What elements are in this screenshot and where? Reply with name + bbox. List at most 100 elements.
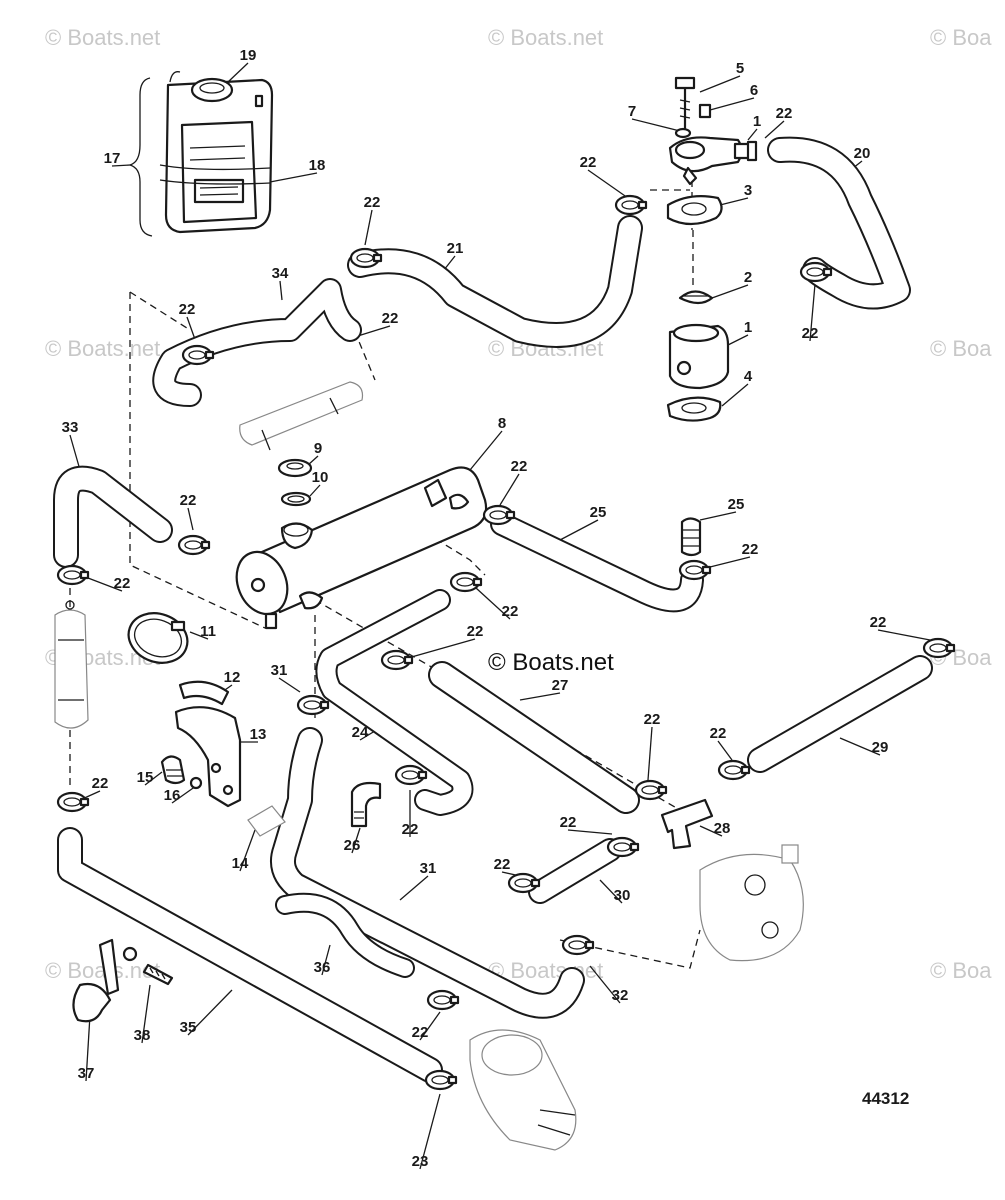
- thermostat-housing-assembly: [666, 76, 758, 422]
- watermark: © Boa: [930, 336, 992, 361]
- leader-line: [699, 511, 737, 521]
- leader-line: [877, 629, 931, 641]
- large-hose-clamp: [127, 612, 189, 664]
- leader-line: [727, 334, 749, 346]
- leader-line: [631, 118, 685, 133]
- hose-clamp: [449, 571, 483, 593]
- dashed-alignment-line: [559, 929, 701, 969]
- leader-line: [407, 638, 476, 659]
- leader-line: [709, 97, 755, 111]
- leader-line: [189, 631, 209, 640]
- callout-label: 22: [114, 575, 131, 592]
- hose-clamp: [614, 194, 648, 216]
- hose-clamp: [177, 534, 211, 556]
- hose-clamp: [56, 564, 90, 586]
- watermark: © Boa: [930, 25, 992, 50]
- leader-line: [278, 677, 301, 693]
- leader-line: [809, 283, 816, 342]
- leader-line: [419, 1011, 441, 1041]
- hose-26: [428, 661, 640, 814]
- coolant-recovery-pump-ghost: [54, 600, 89, 729]
- callout-label: 2: [744, 269, 752, 286]
- leader-line: [269, 172, 318, 183]
- leader-line: [399, 875, 429, 901]
- callout-label: 38: [134, 1027, 151, 1044]
- callout-label: 22: [776, 105, 793, 122]
- callout-label: 28: [714, 820, 731, 837]
- heat-exchanger: [235, 466, 488, 630]
- leader-line: [419, 1093, 441, 1170]
- leader-line: [475, 587, 511, 620]
- callout-label: 13: [250, 726, 267, 743]
- leader-line: [559, 519, 599, 541]
- dashed-alignment-line: [349, 319, 376, 381]
- leader-line: [699, 825, 723, 837]
- watermark: © Boats.net: [488, 25, 603, 50]
- callout-label: 22: [494, 856, 511, 873]
- hose-clamp: [296, 694, 330, 716]
- callout-label: 25: [590, 504, 607, 521]
- callout-label: 32: [612, 987, 629, 1004]
- watermark-center: © Boats.net: [488, 649, 614, 676]
- callout-label: 6: [750, 82, 758, 99]
- callout-label: 19: [240, 47, 257, 64]
- hose-clamp: [424, 1069, 458, 1091]
- leader-line: [144, 771, 163, 786]
- callout-label: 16: [164, 787, 181, 804]
- leader-line: [839, 737, 881, 756]
- coolant-reservoir: [127, 71, 274, 237]
- leader-line: [589, 965, 621, 1004]
- hose-clamp: [380, 649, 414, 671]
- callout-label: 18: [309, 157, 326, 174]
- leader-line: [647, 726, 653, 781]
- callout-label: 22: [502, 603, 519, 620]
- callout-label: 23: [412, 1153, 429, 1170]
- leader-line: [599, 879, 623, 904]
- fuel-cooler-ghost: [239, 381, 364, 451]
- leader-line: [764, 120, 785, 139]
- hose-clamp: [507, 872, 541, 894]
- callout-label: 7: [628, 103, 636, 120]
- callout-label: 26: [344, 837, 361, 854]
- hose-clamp: [56, 791, 90, 813]
- leader-line: [711, 284, 749, 299]
- seawater-pump-ghost: [699, 844, 804, 962]
- leader-line: [717, 740, 733, 761]
- leader-line: [111, 164, 131, 167]
- hose-clamp: [561, 934, 595, 956]
- watermark-layer: © Boats.net © Boats.net © Boa © Boats.net © …: [45, 25, 992, 983]
- callout-label: 22: [467, 623, 484, 640]
- callout-label: 22: [802, 325, 819, 342]
- callout-label: 8: [498, 415, 506, 432]
- hose-clamp: [482, 504, 516, 526]
- diagram-reference-number: 44312: [862, 1089, 909, 1108]
- callout-label: 35: [180, 1019, 197, 1036]
- hose-24: [490, 512, 704, 613]
- callout-label: 10: [312, 469, 329, 486]
- callout-label: 12: [224, 669, 241, 686]
- leader-line: [227, 62, 249, 83]
- watermark: © Boats.net: [45, 336, 160, 361]
- hose-clamps: [56, 194, 956, 1091]
- callout-label: 22: [580, 154, 597, 171]
- hose-20: [767, 136, 911, 310]
- leader-line: [279, 280, 283, 301]
- hose-clamp: [634, 779, 668, 801]
- leader-line: [87, 577, 123, 592]
- callout-label: 3: [744, 182, 752, 199]
- callout-label: 22: [710, 725, 727, 742]
- leader-line: [69, 434, 81, 471]
- leader-line: [721, 383, 749, 407]
- dashed-alignment-line: [129, 292, 266, 629]
- leader-line: [587, 169, 629, 199]
- callout-label: 14: [232, 855, 249, 872]
- leader-line: [364, 209, 373, 246]
- callout-label: 22: [364, 194, 381, 211]
- callout-label: 4: [744, 368, 753, 385]
- leader-line: [469, 430, 503, 471]
- leader-line: [705, 556, 751, 569]
- callout-label: 22: [870, 614, 887, 631]
- callout-label: 22: [402, 821, 419, 838]
